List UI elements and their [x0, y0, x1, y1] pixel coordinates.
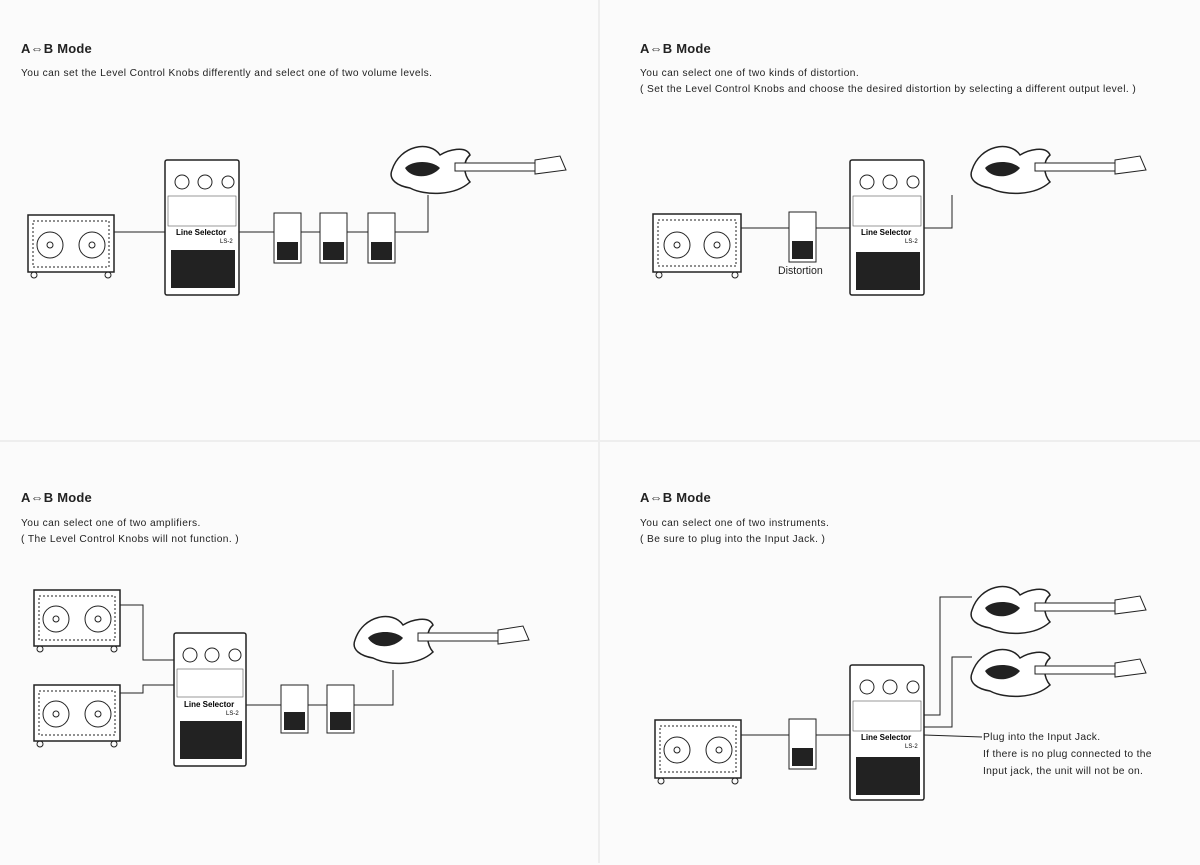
- guitar: [970, 145, 1147, 195]
- description-line: ( Be sure to plug into the Input Jack. ): [640, 534, 826, 545]
- note-line: Plug into the Input Jack.: [983, 732, 1101, 743]
- guitar-2: [970, 648, 1147, 698]
- effect-pedal: [367, 212, 396, 264]
- section-title: A⇔B Mode: [640, 490, 711, 505]
- section-title: A⇔B Mode: [640, 41, 711, 56]
- description-line: ( Set the Level Control Knobs and choose…: [640, 84, 1137, 95]
- section-title: A⇔B Mode: [21, 490, 92, 505]
- guitar: [390, 145, 567, 195]
- pedal-model: LS-2: [220, 239, 233, 245]
- line-selector-pedal: Line Selector LS-2: [849, 664, 925, 801]
- description-line: You can select one of two amplifiers.: [21, 518, 201, 529]
- amplifier: [27, 214, 115, 279]
- page-fold-horizontal: [0, 440, 1200, 442]
- description-line: You can select one of two instruments.: [640, 518, 830, 529]
- distortion-caption: Distortion: [778, 265, 823, 277]
- panel-volume-levels: Line Selector LS-2 A⇔B Mode You can set …: [0, 0, 590, 420]
- pedal-model: LS-2: [226, 711, 239, 717]
- line-selector-pedal: Line Selector LS-2: [849, 159, 925, 296]
- description-line: You can select one of two kinds of disto…: [640, 68, 860, 79]
- guitar-1: [970, 585, 1147, 635]
- effect-pedal: [788, 718, 817, 770]
- note-line: Input jack, the unit will not be on.: [983, 766, 1144, 777]
- pedal-model: LS-2: [905, 744, 918, 750]
- effect-pedal: [280, 684, 309, 734]
- line-selector-pedal: Line Selector LS-2: [164, 159, 240, 296]
- line-selector-pedal: Line Selector LS-2: [173, 632, 247, 767]
- section-title: A⇔B Mode: [21, 41, 92, 56]
- pedal-label: Line Selector: [861, 228, 911, 237]
- pedal-model: LS-2: [905, 239, 918, 245]
- pedal-label: Line Selector: [861, 733, 911, 742]
- connection-diagram: Line Selector LS-2: [27, 145, 567, 296]
- amplifier-a: [33, 589, 121, 653]
- amplifier: [654, 719, 742, 785]
- effect-pedal: [319, 212, 348, 264]
- effect-pedal: [326, 684, 355, 734]
- connection-diagram: Line Selector LS-2: [654, 585, 1147, 801]
- description-line: You can set the Level Control Knobs diff…: [21, 68, 433, 79]
- amplifier: [652, 213, 742, 279]
- distortion-pedal: [788, 211, 817, 263]
- description-line: ( The Level Control Knobs will not funct…: [21, 534, 240, 545]
- panel-distortion: Line Selector LS-2 A⇔B Mode You can sele…: [600, 0, 1190, 420]
- note-line: If there is no plug connected to the: [983, 749, 1152, 760]
- connection-diagram: Line Selector LS-2: [33, 589, 530, 767]
- effect-pedal: [273, 212, 302, 264]
- input-jack-note: Plug into the Input Jack. If there is no…: [983, 729, 1152, 780]
- connection-diagram: Line Selector LS-2: [652, 145, 1147, 296]
- guitar: [353, 615, 530, 665]
- page-fold-vertical: [598, 0, 600, 863]
- pedal-label: Line Selector: [184, 700, 234, 709]
- pedal-label: Line Selector: [176, 228, 226, 237]
- panel-two-amplifiers: Line Selector LS-2 A⇔B Mode You can sele…: [0, 445, 590, 865]
- panel-two-instruments: Line Selector LS-2 A⇔B Mode You can sele…: [600, 445, 1190, 865]
- amplifier-b: [33, 684, 121, 748]
